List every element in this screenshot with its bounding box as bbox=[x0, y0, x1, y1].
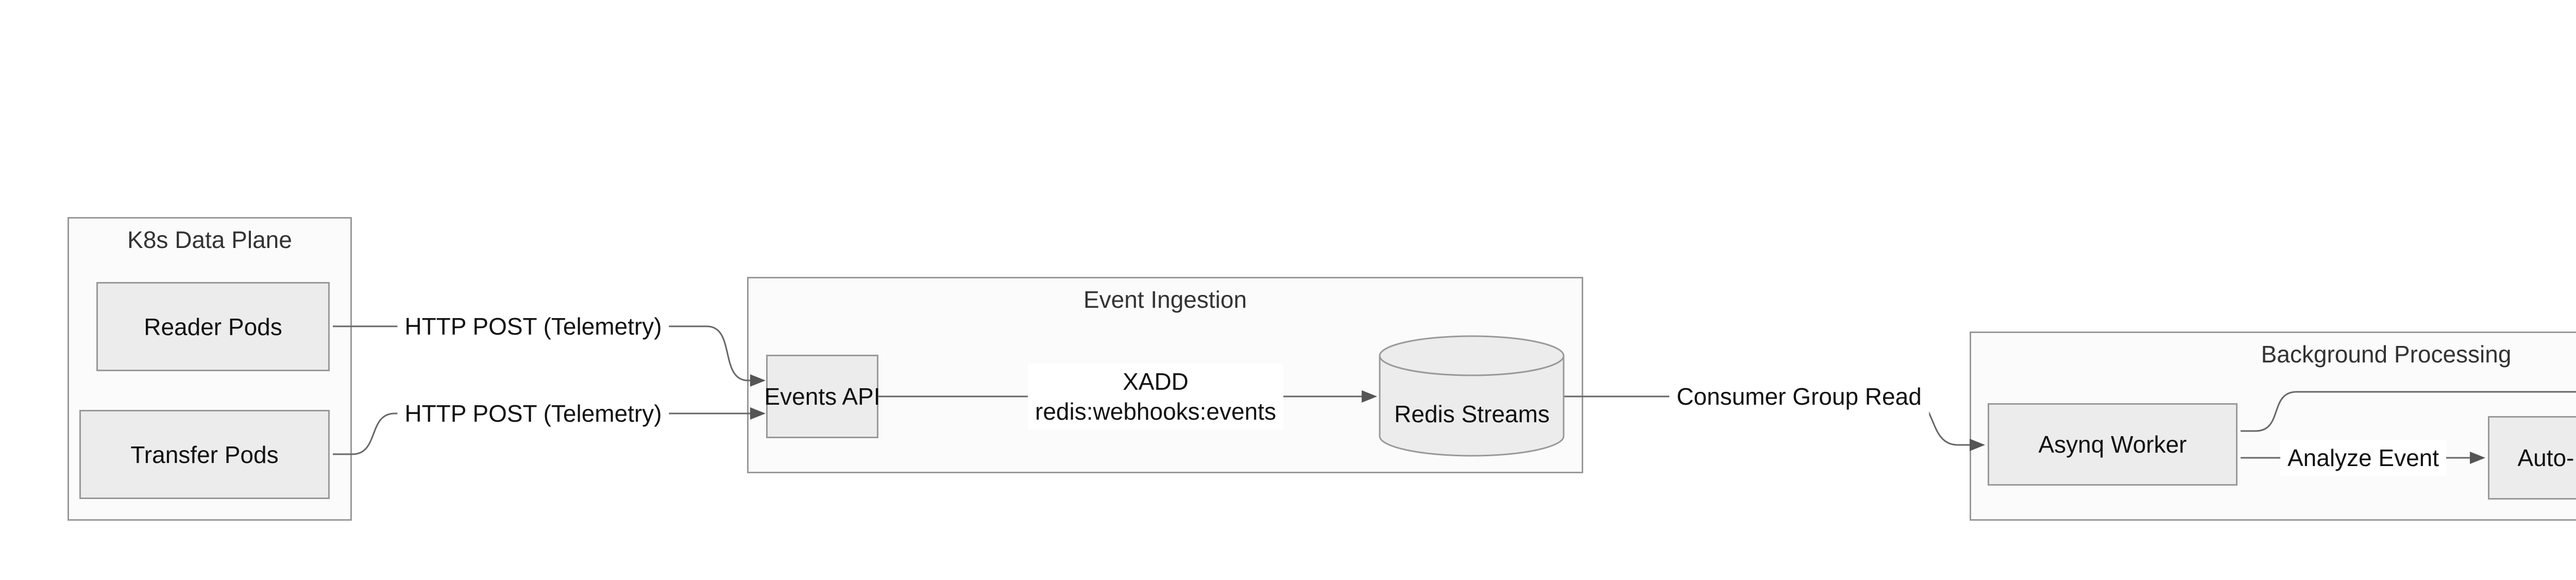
edge-transfer-to-events-api bbox=[333, 407, 766, 455]
node-auto-monitor-logic: Auto-Monitor Logic bbox=[2488, 416, 2576, 500]
node-reader-pods: Reader Pods bbox=[96, 282, 330, 371]
database-cylinder-icon bbox=[1379, 335, 1565, 457]
node-events-api-label: Events API bbox=[764, 383, 880, 410]
edge-label-telemetry-transfer: HTTP POST (Telemetry) bbox=[397, 395, 669, 432]
edge-label-xadd-line2: redis:webhooks:events bbox=[1035, 398, 1276, 425]
edge-label-analyze-event: Analyze Event bbox=[2280, 440, 2447, 476]
edge-label-xadd: XADD redis:webhooks:events bbox=[1028, 363, 1283, 429]
node-transfer-pods-label: Transfer Pods bbox=[130, 441, 279, 468]
subgraph-title-event-ingestion: Event Ingestion bbox=[1083, 286, 1247, 313]
node-events-api: Events API bbox=[764, 355, 880, 438]
node-reader-pods-label: Reader Pods bbox=[144, 313, 282, 340]
edge-label-telemetry-reader: HTTP POST (Telemetry) bbox=[397, 308, 669, 344]
subgraph-title-k8s: K8s Data Plane bbox=[127, 226, 292, 253]
node-auto-monitor-logic-label: Auto-Monitor Logic bbox=[2517, 444, 2576, 471]
edge-reader-to-events-api bbox=[333, 325, 766, 387]
node-redis-streams-label: Redis Streams bbox=[1394, 401, 1550, 427]
node-asynq-worker: Asynq Worker bbox=[1988, 403, 2238, 486]
edge-asynq-to-webhook bbox=[2241, 391, 2576, 432]
edge-label-consumer-group-read: Consumer Group Read bbox=[1669, 378, 1929, 415]
edge-label-xadd-line1: XADD bbox=[1123, 368, 1189, 395]
node-transfer-pods: Transfer Pods bbox=[79, 410, 330, 499]
subgraph-title-background-processing: Background Processing bbox=[2261, 341, 2512, 368]
node-asynq-worker-label: Asynq Worker bbox=[2038, 431, 2187, 458]
